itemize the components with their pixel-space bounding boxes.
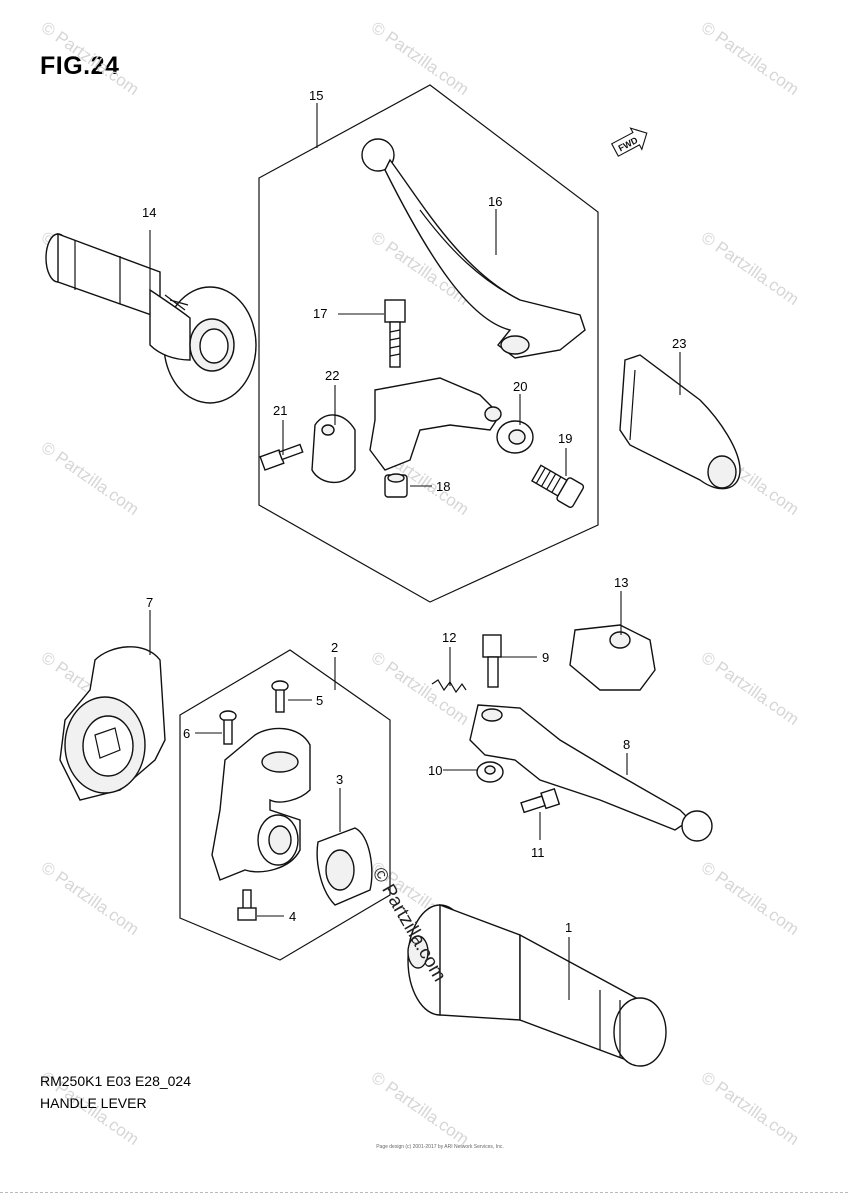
callout-14: 14 <box>142 205 156 220</box>
callout-18: 18 <box>436 479 450 494</box>
leader-lines <box>149 103 681 1000</box>
screw-part-6 <box>219 710 237 745</box>
bolt-part-17 <box>384 299 406 368</box>
watermark-text: © Partzilla.com <box>38 18 143 99</box>
watermark-text: © Partzilla.com <box>698 228 803 309</box>
assembly-box-2 <box>179 649 391 961</box>
callout-23: 23 <box>672 336 686 351</box>
lever-cover-part <box>619 354 741 490</box>
callout-22: 22 <box>325 368 339 383</box>
callout-10: 10 <box>428 763 442 778</box>
model-code: RM250K1 E03 E28_024 <box>40 1073 191 1089</box>
right-grip-part <box>407 903 667 1067</box>
watermark-text: © Partzilla.com <box>368 1068 473 1149</box>
clutch-lever-part <box>361 138 586 359</box>
watermark-text: © Partzilla.com <box>368 648 473 729</box>
brake-lever-part <box>469 704 713 842</box>
front-lever-holder-part <box>211 727 311 881</box>
adjuster-nut-part-20 <box>496 420 534 454</box>
callout-11: 11 <box>531 845 545 860</box>
nut-part-10 <box>476 761 504 783</box>
callout-9: 9 <box>542 650 549 665</box>
screw-part-21 <box>259 443 304 471</box>
callout-21: 21 <box>273 403 287 418</box>
assembly-box-15 <box>258 84 599 603</box>
callout-labels: 15 16 14 17 23 22 20 21 19 18 13 7 12 2 … <box>142 88 686 935</box>
callout-2: 2 <box>331 640 338 655</box>
adjuster-bolt-part-19 <box>530 464 585 508</box>
bottom-divider <box>0 1192 848 1193</box>
fwd-arrow-icon: FWD <box>610 127 648 157</box>
callout-6: 6 <box>183 726 190 741</box>
watermark-text: © Partzilla.com <box>38 438 143 519</box>
callout-4: 4 <box>289 909 296 924</box>
switch-housing-part <box>59 646 166 801</box>
callout-19: 19 <box>558 431 572 446</box>
screw-part-5 <box>271 680 289 713</box>
watermark-text: © Partzilla.com <box>698 18 803 99</box>
callout-7: 7 <box>146 595 153 610</box>
watermark-text: © Partzilla.com <box>698 648 803 729</box>
callout-5: 5 <box>316 693 323 708</box>
pivot-bolt-part-9 <box>482 634 502 688</box>
figure-title: FIG.24 <box>40 52 120 80</box>
callout-16: 16 <box>488 194 502 209</box>
callout-3: 3 <box>336 772 343 787</box>
watermark-text: © Partzilla.com <box>698 1068 803 1149</box>
left-grip-part <box>45 230 257 404</box>
callout-20: 20 <box>513 379 527 394</box>
figure-name: HANDLE LEVER <box>40 1095 147 1111</box>
boot-cover-part-13 <box>569 624 656 691</box>
bolt-part-11 <box>520 787 561 814</box>
callout-13: 13 <box>614 575 628 590</box>
callout-1: 1 <box>565 920 572 935</box>
callout-15: 15 <box>309 88 323 103</box>
bolt-part-4 <box>237 889 257 921</box>
watermark-text: © Partzilla.com <box>368 18 473 99</box>
watermark-text: © Partzilla.com <box>698 858 803 939</box>
callout-17: 17 <box>313 306 327 321</box>
lever-bracket-part <box>311 377 502 484</box>
copyright-notice: Page design (c) 2001-2017 by ARI Network… <box>376 1144 504 1150</box>
clamp-part <box>316 827 373 906</box>
callout-12: 12 <box>442 630 456 645</box>
nut-part-18 <box>384 473 408 498</box>
callout-8: 8 <box>623 737 630 752</box>
watermark-text: © Partzilla.com <box>38 858 143 939</box>
